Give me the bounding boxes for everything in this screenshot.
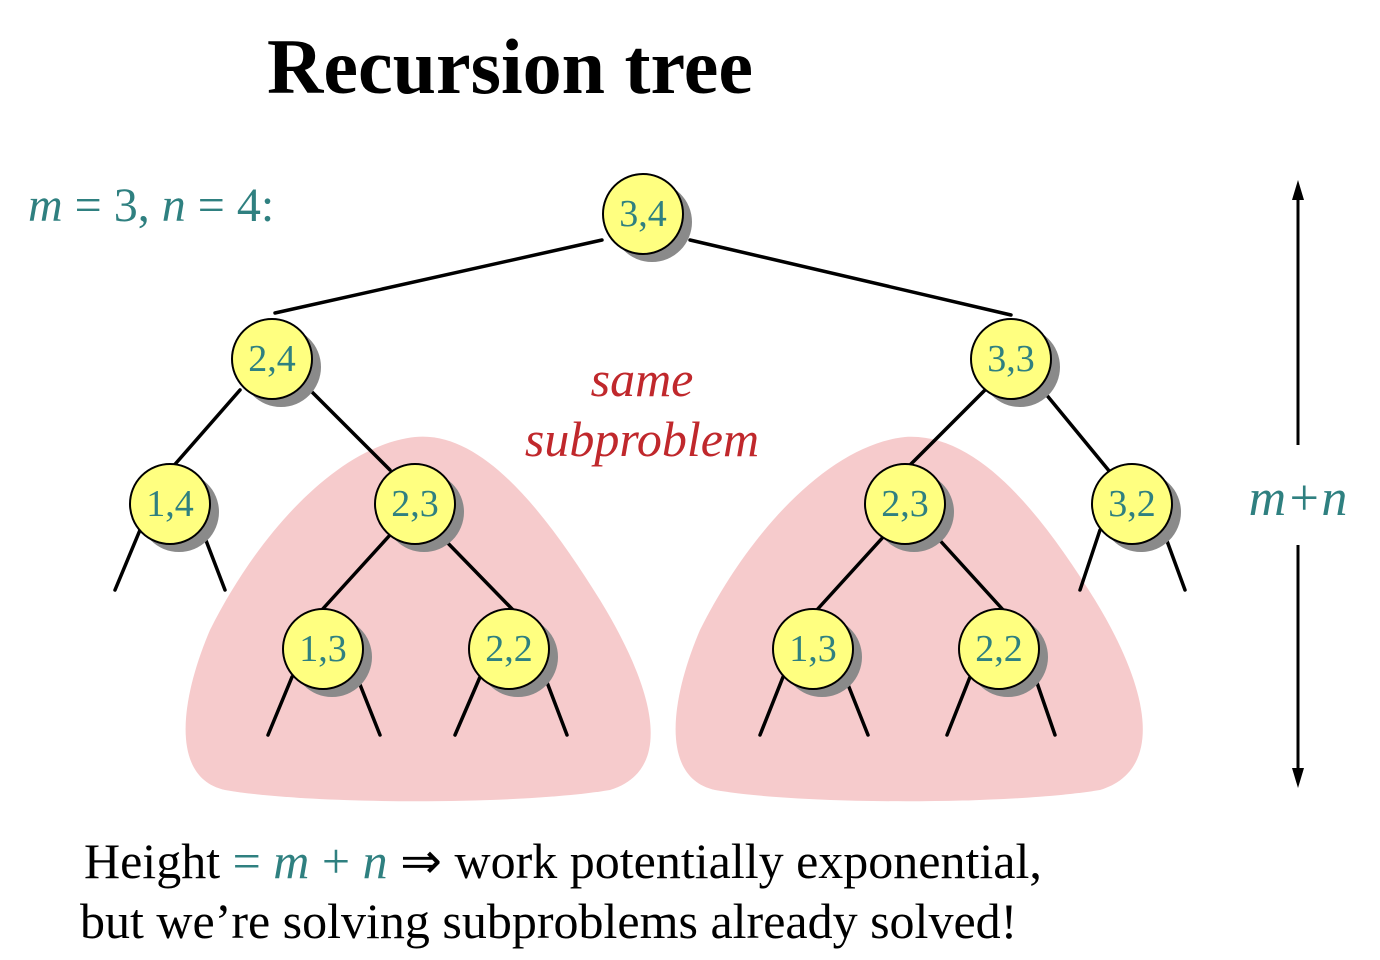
node-1-4: 1,4 [129,463,219,552]
footer-equals: = [232,833,274,889]
m-variable: m [28,179,63,232]
stub-1-3-left-a [266,675,294,737]
footer-m: m [273,833,310,889]
node-3-3: 3,3 [970,318,1060,407]
edge-3-3-to-2-3 [903,388,987,472]
edge-root-left [273,238,604,315]
stub-2-2-left-a [453,675,482,737]
n-value: = 4: [185,179,275,232]
parameters-label: m = 3, n = 4: [28,178,274,233]
footer-n: n [362,833,388,889]
footer-line-1: Height = m + n ⇒ work potentially expone… [0,836,1380,886]
node-label: 1,4 [146,483,194,525]
stub-2-2-left-b [543,675,569,737]
callout-same: same [591,351,694,407]
edge-2-3-to-2-2-right [933,533,1007,614]
edge-root-right [688,238,1013,317]
height-arrow-down-head [1292,768,1304,788]
node-2-4: 2,4 [231,318,321,407]
height-arrow [1292,180,1304,788]
callout-subproblem: subproblem [525,411,759,467]
footer-conclusion: ⇒ work potentially exponential, [387,833,1042,889]
stub-2-2-right-b [1033,675,1057,737]
stub-1-3-left-b [355,675,382,737]
edge-2-3-to-1-3-right [813,533,887,614]
stub-1-3-right-b [843,675,870,737]
height-arrow-up-head [1292,180,1304,200]
node-label: 1,3 [789,628,837,670]
node-2-3-left: 2,3 [374,463,464,552]
node-1-3-left: 1,3 [282,608,372,697]
node-label: 3,2 [1108,483,1156,525]
footer-line-2: but we’re solving subproblems already so… [80,893,1018,949]
stub-3-2-left [1078,528,1102,592]
tree-edges [113,238,1187,737]
node-label: 3,3 [987,338,1035,380]
stub-1-4-left [113,528,142,592]
m-value: = 3, [62,179,162,232]
edge-2-4-to-1-4 [168,388,242,472]
edge-2-3-to-1-3-left [318,533,392,614]
slide-title: Recursion tree [267,23,753,110]
node-label: 1,3 [299,628,347,670]
node-2-2-right: 2,2 [958,608,1048,697]
node-label: 3,4 [619,193,667,235]
node-label: 2,4 [248,338,296,380]
node-2-2-left: 2,2 [468,608,558,697]
edge-2-3-to-2-2-left [438,533,517,614]
node-label: 2,3 [391,483,439,525]
subproblem-highlight-right [675,436,1143,802]
node-label: 2,3 [881,483,929,525]
node-3-4: 3,4 [602,173,692,262]
node-2-3-right: 2,3 [864,463,954,552]
footer-plus: + [309,833,363,889]
height-label: m+n [1249,470,1348,527]
subproblem-highlight-left [185,436,651,802]
node-label: 2,2 [975,628,1023,670]
stub-2-2-right-a [945,675,972,737]
edge-2-4-to-2-3 [308,388,392,472]
stub-1-3-right-a [758,675,785,737]
node-3-2: 3,2 [1091,463,1181,552]
node-label: 2,2 [485,628,533,670]
node-1-3-right: 1,3 [772,608,862,697]
n-variable: n [161,179,186,232]
footer-height: Height [84,833,233,889]
edge-3-3-to-3-2 [1043,391,1112,474]
